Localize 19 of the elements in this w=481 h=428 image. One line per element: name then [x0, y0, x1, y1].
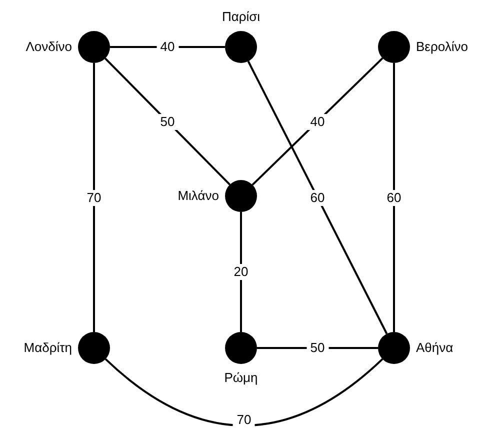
edge-line — [240, 212, 242, 332]
city-label: Παρίσι — [222, 9, 260, 25]
edge-line — [104, 58, 230, 186]
edge-line — [247, 60, 388, 334]
city-label: Ρώμη — [224, 370, 258, 386]
edge-label: 50 — [156, 114, 179, 130]
city-label: Μιλάνο — [178, 188, 219, 204]
city-label: Βερολίνο — [416, 39, 468, 55]
edge-line — [393, 63, 395, 332]
edge-line — [257, 347, 378, 349]
city-label: Λονδίνο — [26, 39, 72, 55]
edge-label: 70 — [232, 412, 256, 428]
city-label: Μαδρίτη — [24, 340, 72, 356]
edge-line — [110, 46, 225, 48]
edge-line — [104, 358, 384, 426]
edge-line — [93, 63, 95, 332]
edge-label: 40 — [306, 114, 329, 130]
edge-line — [252, 57, 384, 186]
city-label: Αθήνα — [416, 340, 454, 356]
